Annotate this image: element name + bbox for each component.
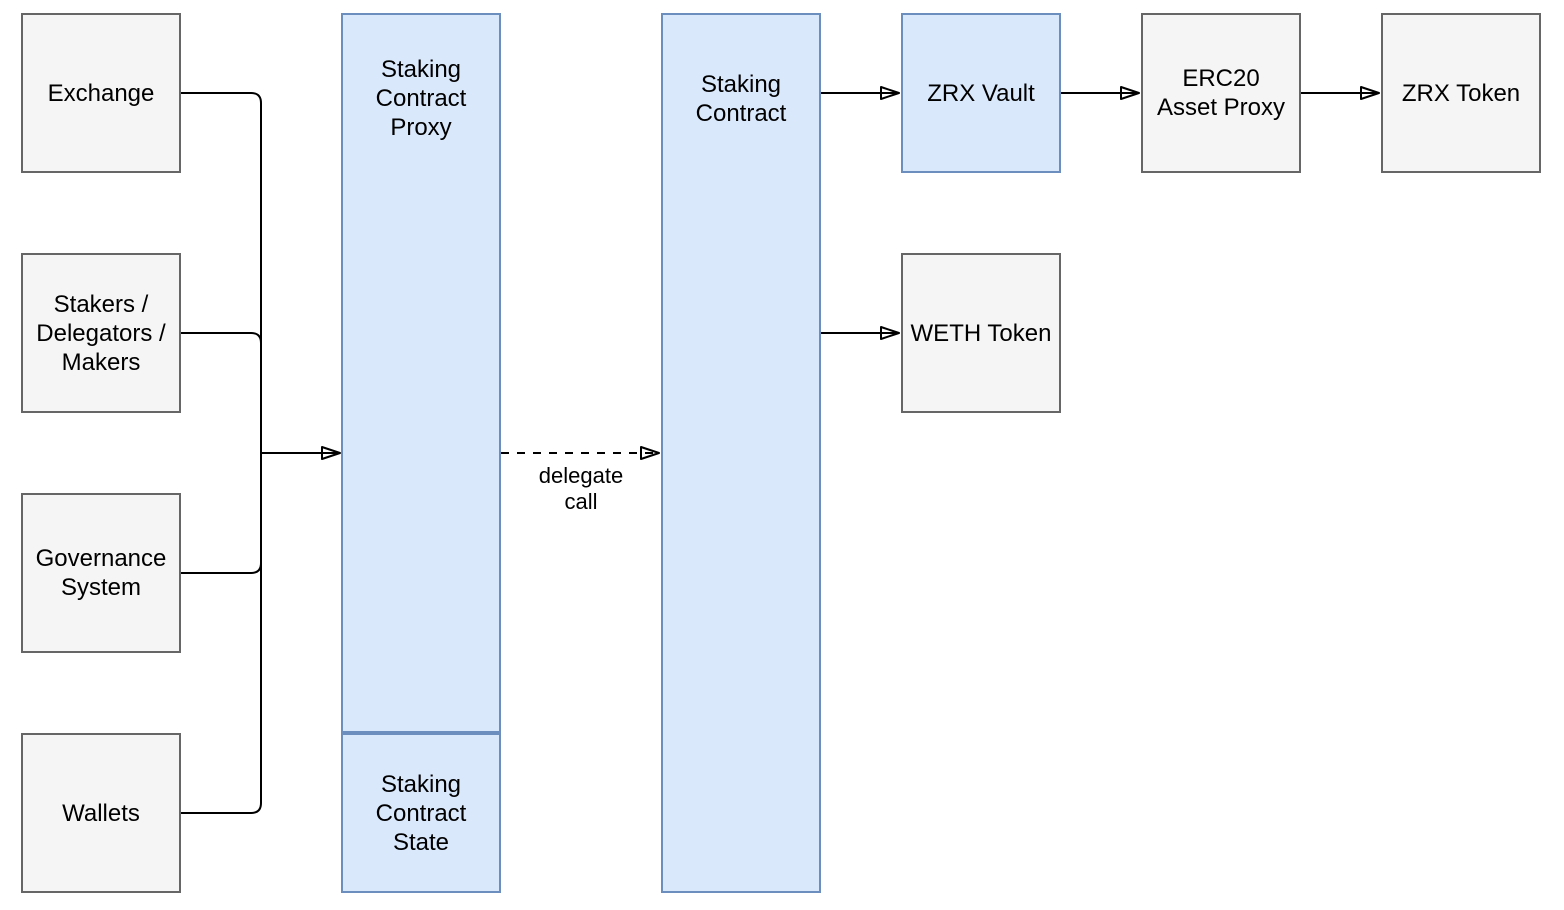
node-label: ERC20 Asset Proxy bbox=[1156, 65, 1286, 121]
node-label: Exchange bbox=[47, 79, 155, 107]
node-staking-contract-proxy: Staking Contract Proxy bbox=[341, 13, 501, 733]
edge-exchange-feeder bbox=[181, 92, 262, 104]
node-staking-contract: Staking Contract bbox=[661, 13, 821, 893]
node-label: Governance System bbox=[35, 545, 167, 601]
node-zrx-token: ZRX Token bbox=[1381, 13, 1541, 173]
edge-governance-feeder bbox=[181, 562, 262, 574]
node-label: Staking Contract Proxy bbox=[375, 56, 467, 141]
node-exchange: Exchange bbox=[21, 13, 181, 173]
edge-wallets-feeder bbox=[181, 802, 262, 814]
node-label: Wallets bbox=[62, 799, 140, 827]
node-label: WETH Token bbox=[910, 319, 1052, 347]
node-staking-contract-state: Staking Contract State bbox=[341, 733, 501, 893]
delegate-call-edge-label: delegate call bbox=[538, 463, 624, 514]
node-erc20-asset-proxy: ERC20 Asset Proxy bbox=[1141, 13, 1301, 173]
node-weth-token: WETH Token bbox=[901, 253, 1061, 413]
node-stakers-delegators-makers: Stakers / Delegators / Makers bbox=[21, 253, 181, 413]
node-label: Staking Contract bbox=[695, 71, 787, 127]
node-wallets: Wallets bbox=[21, 733, 181, 893]
node-label: ZRX Token bbox=[1401, 79, 1521, 107]
node-label: ZRX Vault bbox=[927, 79, 1035, 107]
node-label: Stakers / Delegators / Makers bbox=[36, 290, 166, 376]
edge-stakers-feeder bbox=[181, 332, 262, 344]
node-zrx-vault: ZRX Vault bbox=[901, 13, 1061, 173]
node-governance-system: Governance System bbox=[21, 493, 181, 653]
node-label: Staking Contract State bbox=[375, 770, 467, 856]
